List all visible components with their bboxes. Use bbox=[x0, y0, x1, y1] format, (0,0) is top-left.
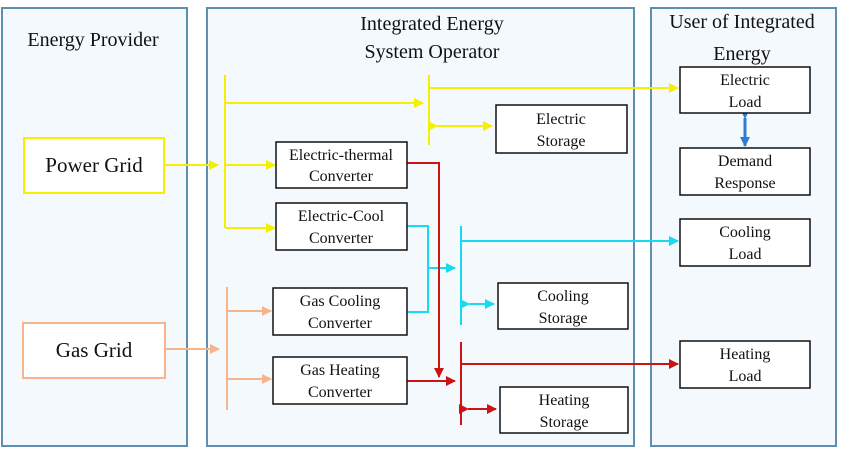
heating-load-line2: Load bbox=[729, 368, 762, 385]
power-grid-label: Power Grid bbox=[45, 153, 143, 177]
demand-response-line1: Demand bbox=[718, 153, 772, 170]
cooling-load: Cooling Load bbox=[679, 218, 811, 267]
demand-response-line2: Response bbox=[714, 175, 775, 192]
gas-heating-converter: Gas Heating Converter bbox=[272, 356, 408, 405]
electric-storage-line2: Storage bbox=[537, 133, 586, 150]
electric-storage-line1: Electric bbox=[536, 111, 586, 128]
cooling-storage-line1: Cooling bbox=[537, 288, 589, 305]
system-operator-title-line1: Integrated Energy bbox=[360, 13, 503, 35]
cooling-storage-line2: Storage bbox=[539, 310, 588, 327]
electric-load-line2: Load bbox=[729, 94, 762, 111]
heating-load: Heating Load bbox=[679, 340, 811, 389]
gas-grid-label: Gas Grid bbox=[56, 338, 133, 362]
electric-cool-converter-line1: Electric-Cool bbox=[298, 208, 385, 225]
gas-heating-converter-line2: Converter bbox=[308, 384, 373, 401]
electric-thermal-converter-line2: Converter bbox=[309, 168, 374, 185]
electric-cool-converter-line2: Converter bbox=[309, 230, 374, 247]
energy-provider-title: Energy Provider bbox=[27, 29, 159, 51]
cooling-load-line2: Load bbox=[729, 246, 762, 263]
electric-cool-converter: Electric-Cool Converter bbox=[275, 202, 408, 251]
gas-flow-lines bbox=[165, 287, 272, 410]
electric-load-line1: Electric bbox=[720, 72, 770, 89]
heating-storage-line1: Heating bbox=[539, 392, 590, 409]
heating-storage: Heating Storage bbox=[499, 386, 629, 434]
demand-response-box: Demand Response bbox=[679, 147, 811, 196]
cooling-load-line1: Cooling bbox=[719, 224, 771, 241]
electric-flow-lines bbox=[164, 75, 679, 233]
gas-heating-converter-line1: Gas Heating bbox=[300, 362, 380, 379]
heating-load-line1: Heating bbox=[720, 346, 771, 363]
cooling-storage: Cooling Storage bbox=[497, 282, 629, 330]
gas-cooling-converter: Gas Cooling Converter bbox=[272, 287, 408, 336]
energy-provider-panel bbox=[1, 7, 188, 447]
gas-grid-box: Gas Grid bbox=[22, 322, 166, 379]
electric-storage: Electric Storage bbox=[495, 104, 628, 154]
system-operator-title-line2: System Operator bbox=[365, 41, 500, 63]
cooling-flow-lines bbox=[407, 225, 679, 325]
gas-cooling-converter-line1: Gas Cooling bbox=[300, 293, 380, 310]
gas-cooling-converter-line2: Converter bbox=[308, 315, 373, 332]
electric-load: Electric Load bbox=[679, 66, 811, 114]
heating-flow-lines bbox=[407, 162, 679, 425]
user-title-line2: Energy bbox=[713, 43, 770, 65]
electric-thermal-converter: Electric-thermal Converter bbox=[275, 141, 408, 189]
heating-storage-line2: Storage bbox=[540, 414, 589, 431]
user-title-line1: User of Integrated bbox=[669, 11, 815, 33]
power-grid-box: Power Grid bbox=[23, 137, 165, 194]
electric-thermal-converter-line1: Electric-thermal bbox=[289, 147, 393, 164]
